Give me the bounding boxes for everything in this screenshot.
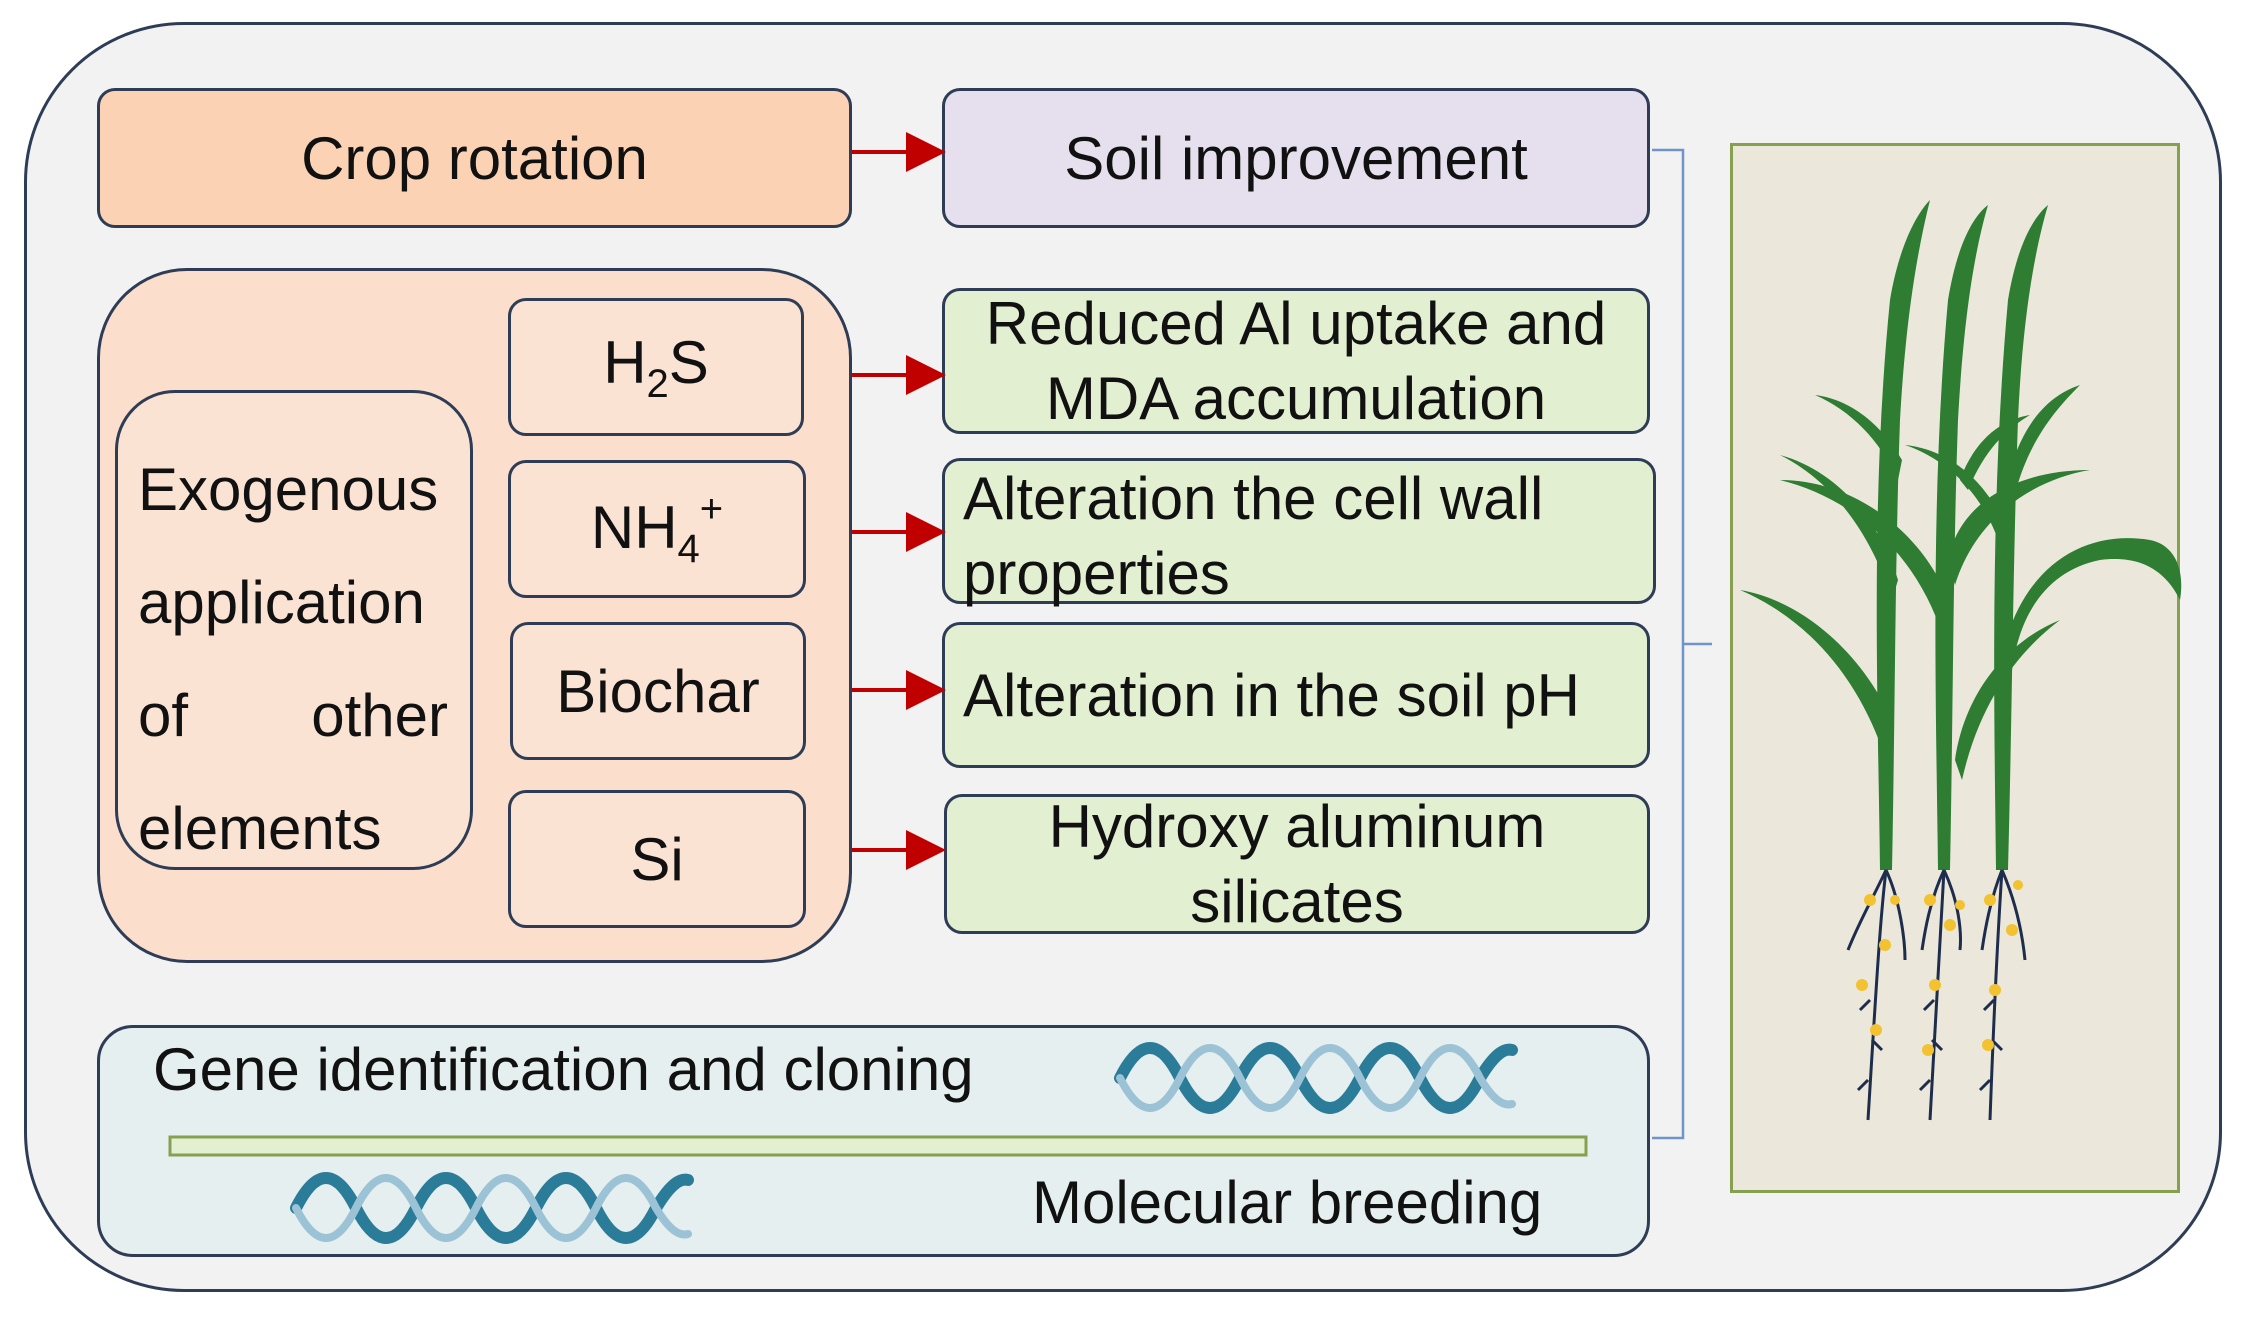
exogenous-word-2: application: [138, 569, 425, 636]
exogenous-text: Exogenous application of other elements: [138, 433, 448, 885]
dna-helix-top-icon: [1114, 1042, 1518, 1114]
nh4-label: NH4+: [590, 487, 724, 571]
crop-rotation-label: Crop rotation: [301, 124, 648, 192]
exogenous-word-1: Exogenous: [138, 456, 439, 523]
hydroxy-line-2: silicates: [1190, 868, 1404, 935]
crop-rotation-box: Crop rotation: [97, 88, 852, 228]
biochar-box: Biochar: [510, 622, 806, 760]
gene-identification-label: Gene identification and cloning: [153, 1036, 974, 1103]
soil-ph-box: Alteration in the soil pH: [942, 622, 1650, 768]
hydroxy-line-1: Hydroxy aluminum: [1048, 793, 1546, 860]
molecular-breeding-label: Molecular breeding: [1032, 1169, 1543, 1236]
al-uptake-line-1: Reduced Al uptake and: [985, 290, 1607, 357]
cell-wall-line-1: Alteration the cell wall: [963, 465, 1544, 532]
cell-wall-line-2: properties: [963, 540, 1230, 607]
dna-helix-bottom-icon: [290, 1172, 694, 1244]
rice-plant-icon: [1740, 200, 2182, 1121]
separator-bar: [168, 1135, 1588, 1157]
h2s-box: H2S: [508, 298, 804, 436]
al-uptake-line-2: MDA accumulation: [1045, 365, 1547, 432]
al-uptake-box: Reduced Al uptake and MDA accumulation: [942, 288, 1650, 434]
biochar-label: Biochar: [556, 657, 760, 725]
exogenous-word-3: of: [138, 682, 189, 749]
exogenous-application-box: Exogenous application of other elements: [115, 390, 473, 870]
soil-improvement-label: Soil improvement: [1064, 124, 1528, 192]
nh4-box: NH4+: [508, 460, 806, 598]
hydroxy-box: Hydroxy aluminum silicates: [944, 793, 1650, 935]
si-box: Si: [508, 790, 806, 928]
arrows: [852, 132, 946, 870]
soil-improvement-box: Soil improvement: [942, 88, 1650, 228]
exogenous-word-4: other: [311, 682, 448, 749]
exogenous-word-5: elements: [138, 795, 382, 862]
soil-ph-label: Alteration in the soil pH: [963, 661, 1580, 729]
cell-wall-box: Alteration the cell wall properties: [942, 458, 1656, 607]
h2s-label: H2S: [603, 329, 709, 406]
si-label: Si: [630, 825, 684, 893]
bracket: [1652, 148, 1712, 1140]
